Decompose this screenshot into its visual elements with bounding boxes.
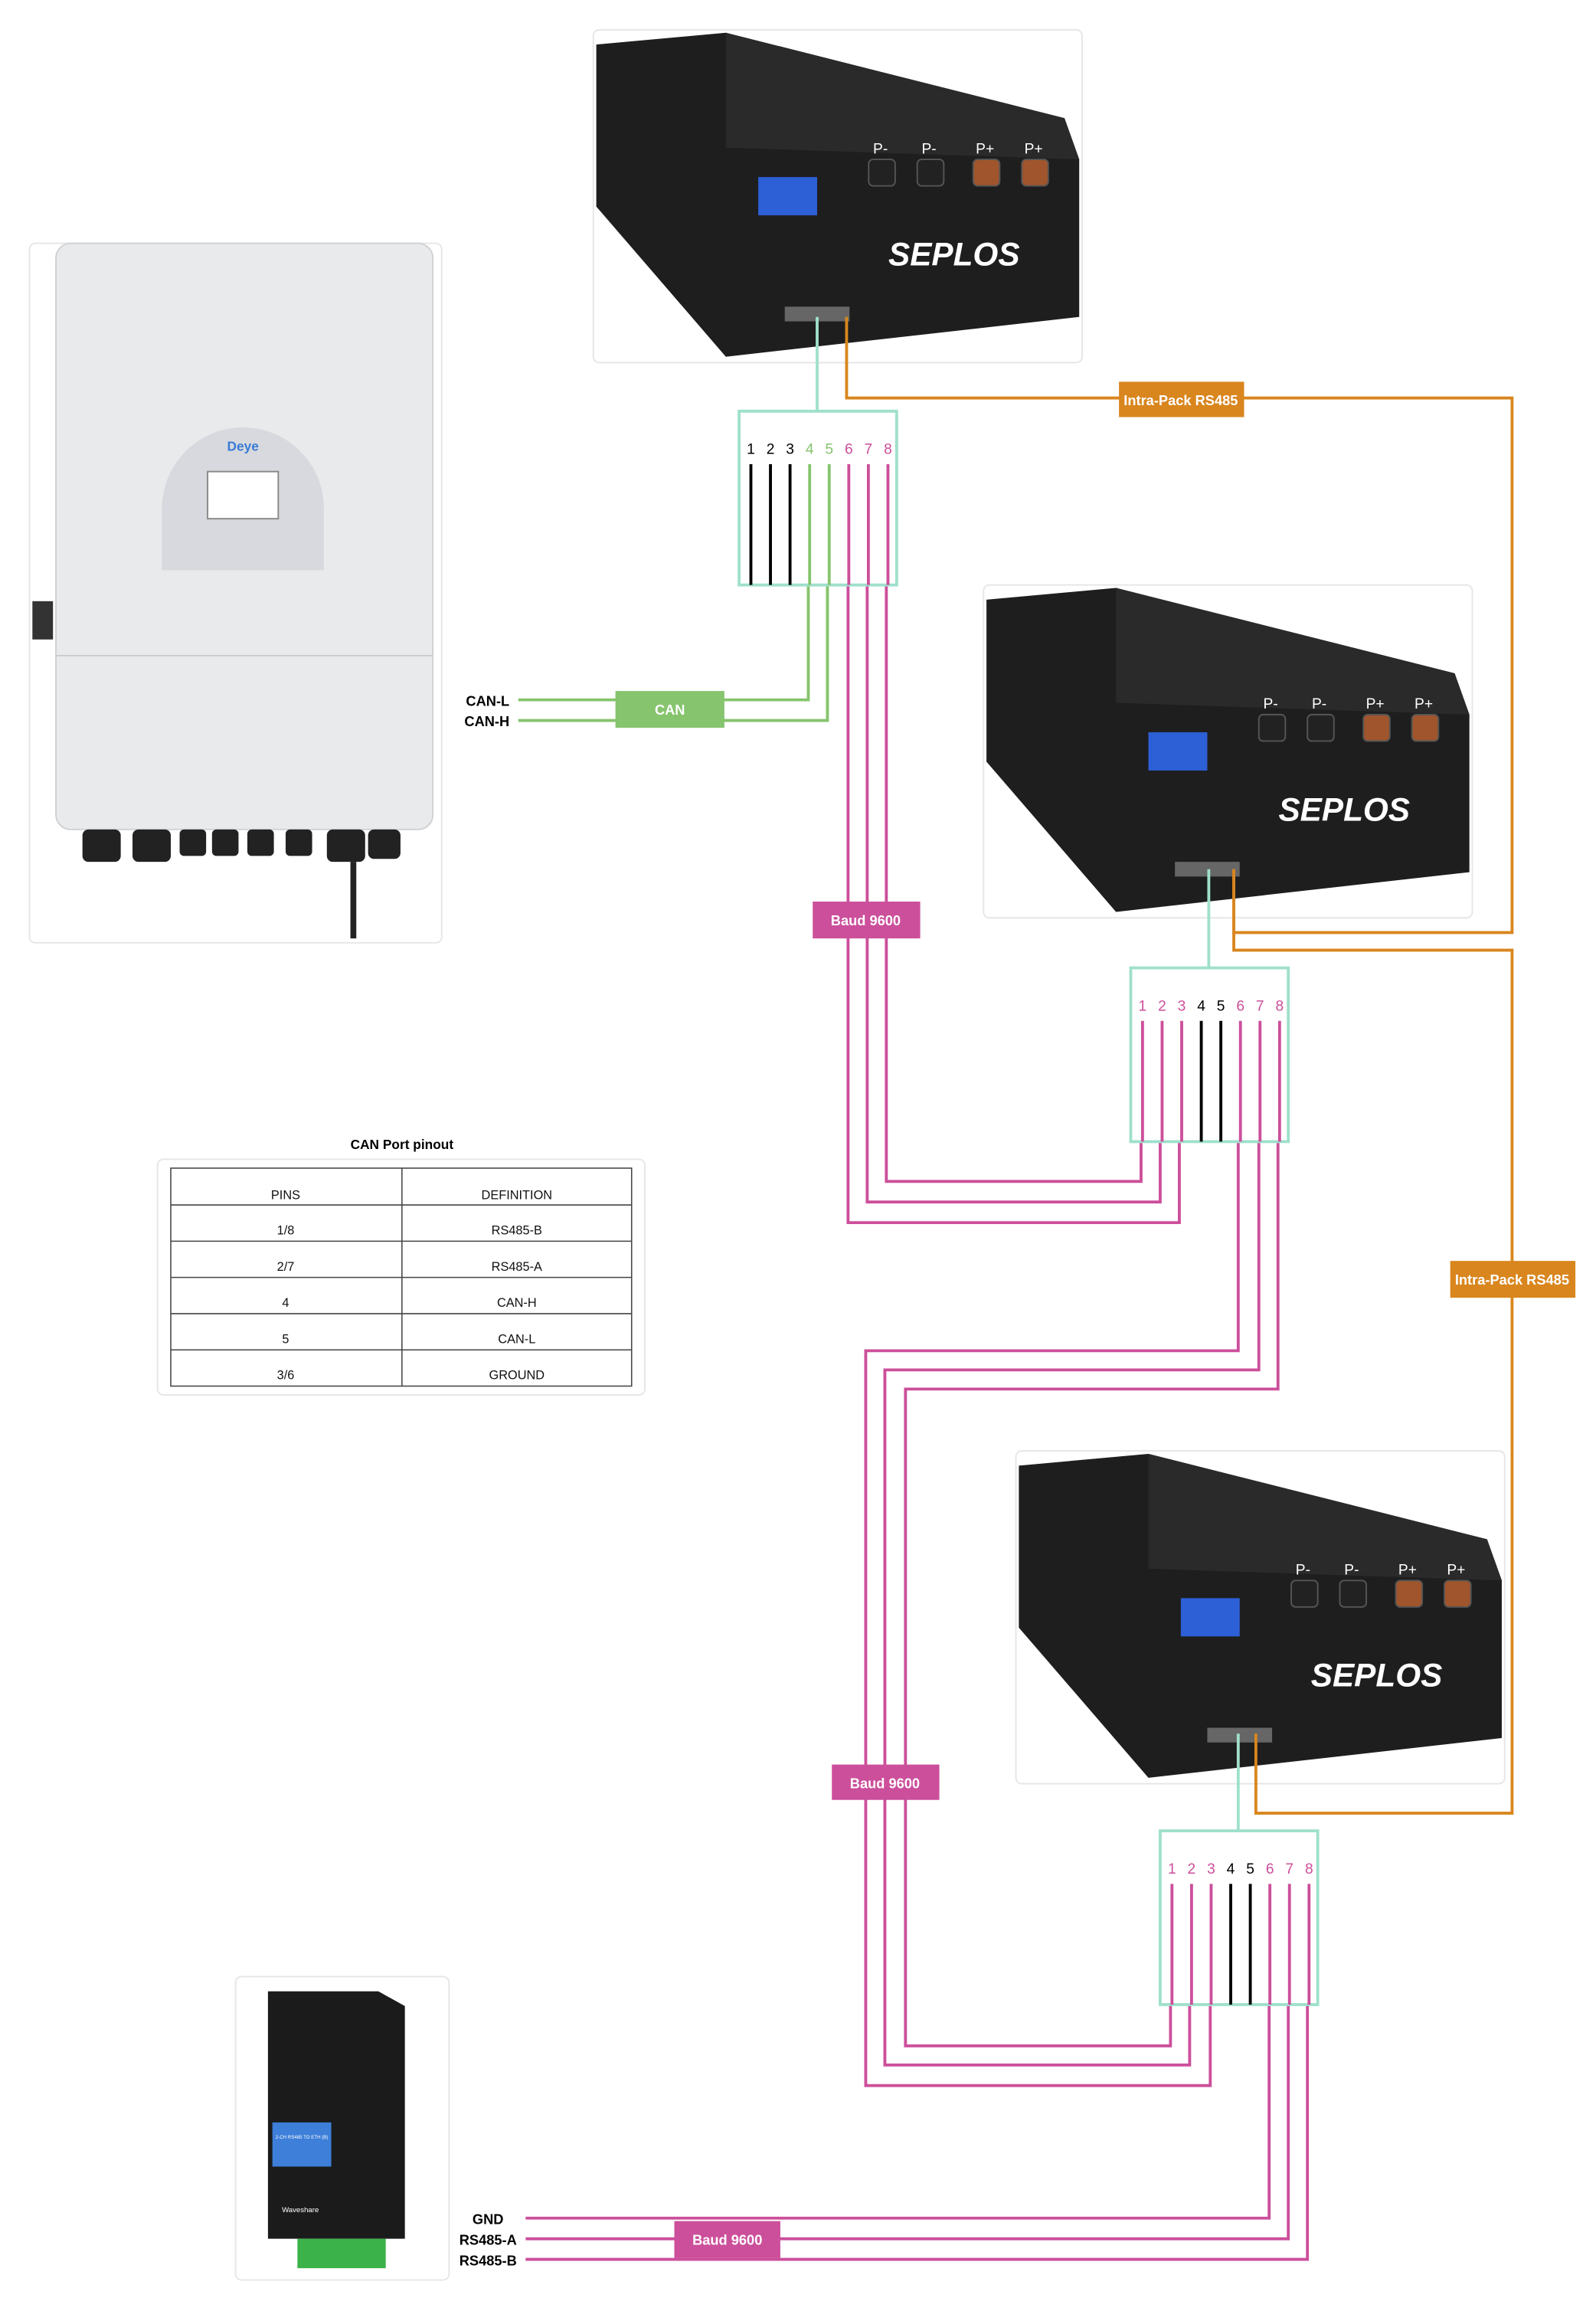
terminal-label: P+: [1398, 1563, 1417, 1579]
rs485-wire: [883, 1141, 1261, 2067]
terminal-label: P-: [921, 141, 936, 157]
baud-label-3: Baud 9600: [692, 2231, 762, 2247]
pin-number: 1: [1139, 998, 1147, 1014]
pin-number: 5: [1217, 998, 1225, 1014]
rs485-wire: [865, 584, 1162, 1204]
gateway-logo: Waveshare: [282, 2206, 319, 2215]
pin-number: 6: [845, 442, 853, 458]
deye-inverter: Deye: [28, 242, 443, 944]
rs485-a-label: RS485-A: [460, 2231, 517, 2247]
pin-number: 7: [1256, 998, 1264, 1014]
table-cell-pins: 2/7: [277, 1260, 295, 1274]
pin-number: 3: [1178, 998, 1186, 1014]
rs485-wire: [885, 584, 1143, 1183]
battery-logo: SEPLOS: [1278, 791, 1410, 827]
pin-number: 5: [1246, 1861, 1254, 1877]
inverter-logo: Deye: [227, 439, 260, 454]
pin-number: 4: [806, 442, 814, 458]
table-cell-pins: 3/6: [277, 1369, 295, 1383]
table-cell-definition: CAN-L: [498, 1332, 535, 1346]
pin-number: 3: [786, 442, 794, 458]
table-cell-definition: RS485-A: [492, 1260, 542, 1274]
terminal-label: P-: [1344, 1563, 1359, 1579]
gnd-label: GND: [473, 2211, 504, 2227]
pin-number: 8: [1276, 998, 1284, 1014]
terminal-label: P+: [1414, 696, 1433, 712]
terminal-label: P-: [1312, 696, 1326, 712]
table-cell-pins: 4: [282, 1296, 289, 1310]
pin-number: 1: [747, 442, 755, 458]
intra-pack-wire-2: [1232, 869, 1514, 1815]
intra-pack-label-2: Intra-Pack RS485: [1455, 1272, 1569, 1288]
pin-number: 6: [1266, 1861, 1274, 1877]
baud-tag-1: [813, 902, 921, 939]
intra-pack-label-1: Intra-Pack RS485: [1123, 392, 1238, 408]
header-definition: DEFINITION: [482, 1188, 553, 1202]
pin-number: 3: [1207, 1861, 1215, 1877]
baud-label-1: Baud 9600: [831, 912, 901, 928]
terminal-label: P+: [976, 141, 994, 157]
baud-label-2: Baud 9600: [850, 1775, 920, 1791]
can-tag-label: CAN: [655, 702, 685, 718]
can-h-label: CAN-H: [464, 713, 509, 729]
pin-number: 7: [1285, 1861, 1293, 1877]
seplos-battery-3: SEPLOS P- P- P+ P+: [1015, 1450, 1506, 1785]
table-cell-pins: 1/8: [277, 1224, 295, 1238]
pin-number: 7: [865, 442, 873, 458]
terminal-label: P-: [1264, 696, 1278, 712]
terminal-label: P-: [1296, 1563, 1310, 1579]
can-l-label: CAN-L: [466, 692, 509, 709]
terminal-label: P+: [1366, 696, 1385, 712]
terminal-label: P+: [1447, 1563, 1465, 1579]
table-cell-definition: RS485-B: [492, 1224, 542, 1238]
pin-number: 4: [1197, 998, 1205, 1014]
connection-labels: Intra-Pack RS485 Intra-Pack RS485 CAN CA…: [460, 381, 1576, 2268]
pin-number: 4: [1227, 1861, 1235, 1877]
terminal-label: P+: [1025, 141, 1043, 157]
baud-tag-2: [832, 1764, 940, 1800]
pin-number: 6: [1236, 998, 1244, 1014]
table-title: CAN Port pinout: [351, 1137, 454, 1152]
battery-logo: SEPLOS: [888, 236, 1020, 272]
seplos-battery-2: SEPLOS P- P- P+ P+: [983, 584, 1473, 919]
gateway-screen-text: 2-CH RS485 TO ETH (B): [276, 2135, 329, 2140]
can-l-wire: [518, 584, 810, 702]
terminal-label: P-: [873, 141, 888, 157]
table-cell-definition: CAN-H: [497, 1296, 537, 1310]
pin-number: 2: [1188, 1861, 1196, 1877]
pin-number: 1: [1168, 1861, 1176, 1877]
pin-number: 2: [1158, 998, 1166, 1014]
pin-number: 8: [1305, 1861, 1313, 1877]
table-cell-definition: GROUND: [489, 1369, 545, 1383]
rs485-b-wire: [525, 2004, 1310, 2261]
rs485-b-label: RS485-B: [460, 2252, 517, 2268]
gnd-wire: [525, 2004, 1271, 2220]
pin-number: 2: [767, 442, 775, 458]
table-cell-pins: 5: [282, 1332, 289, 1346]
can-tag: [615, 691, 724, 728]
battery-logo: SEPLOS: [1311, 1658, 1443, 1694]
header-pins: PINS: [271, 1188, 300, 1202]
rs485-wire: [904, 1141, 1280, 2048]
pin-number: 5: [825, 442, 833, 458]
seplos-battery-1: SEPLOS P- P- P+ P+: [592, 28, 1084, 364]
rs485-wire: [864, 1141, 1240, 2087]
waveshare-rs485-gateway: 2-CH RS485 TO ETH (B) Waveshare: [234, 1976, 450, 2281]
baud-tag-3: [674, 2221, 780, 2258]
intra-pack-tag-2: [1450, 1261, 1576, 1298]
intra-pack-tag-1: [1119, 381, 1244, 417]
pin-number: 8: [884, 442, 892, 458]
